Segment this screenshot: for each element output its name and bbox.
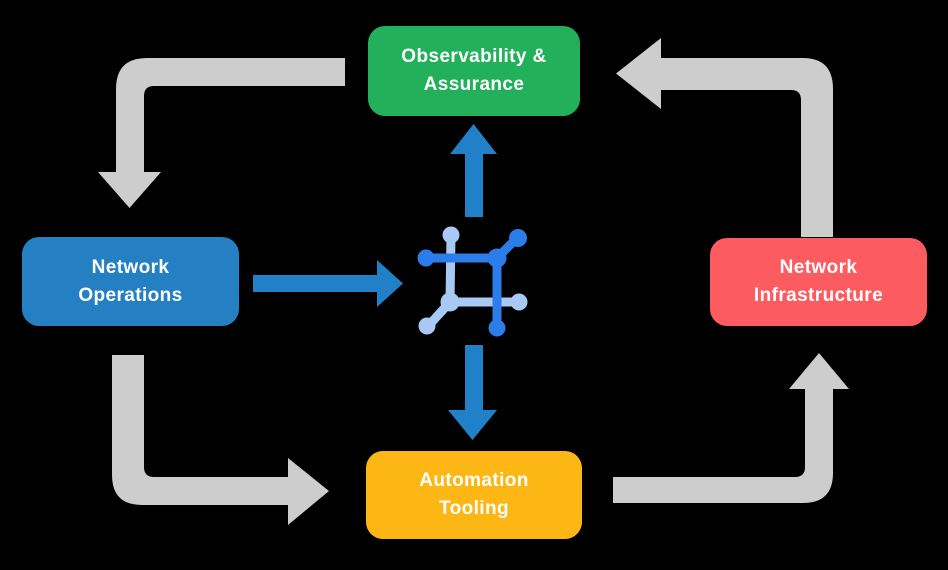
cycle-arrow-operations-to-automation xyxy=(112,355,329,525)
network-mesh-icon-light-dots xyxy=(418,226,528,335)
flow-arrow-center-to-automation xyxy=(448,345,497,440)
node-label-line: Automation xyxy=(419,470,529,491)
network-mesh-icon xyxy=(417,226,528,337)
flow-arrow-center-to-observability xyxy=(450,124,497,217)
cycle-arrow-infrastructure-to-observability xyxy=(616,38,833,237)
node-label-line: Assurance xyxy=(423,74,525,95)
node-automation-tooling: Automation Tooling xyxy=(366,451,582,539)
node-label-line: Network xyxy=(779,257,858,278)
node-label-line: Network xyxy=(91,256,170,278)
network-mesh-icon-dark-dots xyxy=(417,229,527,337)
flow-arrow-operations-to-center xyxy=(253,260,403,307)
cycle-arrow-automation-to-infrastructure xyxy=(613,353,849,503)
node-label-line: Infrastructure xyxy=(753,285,884,306)
cycle-arrow-observability-to-operations xyxy=(98,58,345,208)
node-observability-assurance: Observability & Assurance xyxy=(368,26,580,116)
node-label-line: Operations xyxy=(78,284,183,306)
node-network-operations: Network Operations xyxy=(22,237,239,326)
node-network-infrastructure: Network Infrastructure xyxy=(710,238,927,326)
node-label-line: Tooling xyxy=(439,498,509,519)
node-label-line: Observability & xyxy=(401,46,547,67)
